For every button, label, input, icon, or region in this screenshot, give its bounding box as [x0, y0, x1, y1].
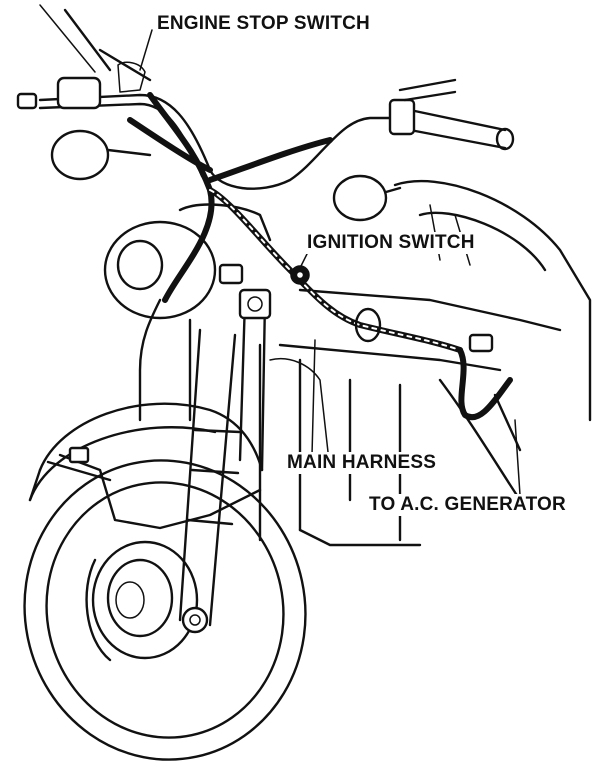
headlight-assembly	[103, 203, 272, 320]
frame-body	[138, 180, 592, 547]
main-harness-wire	[127, 92, 522, 452]
main-harness-label: MAIN HARNESS	[285, 452, 439, 474]
ignition-switch-label: IGNITION SWITCH	[305, 232, 477, 254]
engine-stop-switch-label: ENGINE STOP SWITCH	[155, 13, 372, 35]
handlebar	[16, 4, 515, 190]
turn-signals	[50, 129, 402, 222]
front-fender	[28, 402, 264, 530]
leader-lines	[139, 29, 521, 496]
front-wheel	[23, 459, 307, 761]
front-fork	[178, 298, 267, 634]
ac-generator-label: TO A.C. GENERATOR	[367, 494, 568, 516]
